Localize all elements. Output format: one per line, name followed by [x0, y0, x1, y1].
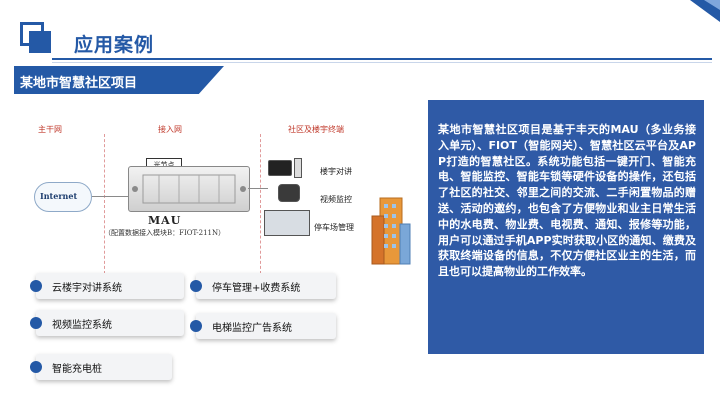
mau-device-icon — [128, 166, 250, 212]
network-diagram: 主干网 接入网 社区及楼宇终端 Internet 光节点 MAU （配置数据接入… — [20, 118, 420, 278]
bullet-icon — [30, 280, 42, 292]
bullet-icon — [190, 320, 202, 332]
terminal-label-intercom: 楼宇对讲 — [320, 167, 352, 176]
description-panel: 某地市智慧社区项目是基于丰天的MAU（多业务接入单元）、FIOT（智能网关）、智… — [428, 100, 704, 354]
feature-label: 电梯监控广告系统 — [212, 323, 292, 334]
header-logo-square — [20, 22, 51, 53]
zone-label-community: 社区及楼宇终端 — [288, 125, 344, 134]
intercom-handset-icon — [294, 158, 302, 178]
feature-cloud-intercom: 云楼宇对讲系统 — [30, 273, 184, 299]
feature-label: 视频监控系统 — [52, 320, 112, 331]
bullet-icon — [30, 317, 42, 329]
terminal-label-video: 视频监控 — [320, 195, 352, 204]
internet-label: Internet — [40, 191, 78, 201]
internet-cloud-icon — [34, 182, 92, 212]
corner-decoration — [690, 0, 720, 22]
feature-label: 停车管理+收费系统 — [212, 283, 301, 294]
header-divider — [52, 58, 712, 60]
feature-label: 智能充电桩 — [52, 364, 102, 375]
feature-parking-billing: 停车管理+收费系统 — [190, 273, 336, 299]
header-divider-faint — [52, 62, 712, 63]
building-icon — [371, 197, 411, 265]
intercom-panel-icon — [268, 160, 292, 176]
description-text: 某地市智慧社区项目是基于丰天的MAU（多业务接入单元）、FIOT（智能网关）、智… — [438, 123, 696, 279]
zone-label-backbone: 主干网 — [38, 125, 62, 134]
zone-divider-1 — [104, 134, 105, 274]
bullet-icon — [30, 361, 42, 373]
terminal-label-parking: 停车场管理 — [314, 223, 354, 232]
feature-elevator-ads: 电梯监控广告系统 — [190, 313, 336, 339]
zone-label-access: 接入网 — [158, 125, 182, 134]
mau-config: （配置数据接入模块B：FIOT-211N） — [104, 229, 226, 237]
feature-video-surveillance: 视频监控系统 — [30, 310, 184, 336]
page-title: 应用案例 — [74, 34, 155, 56]
section-banner — [14, 66, 224, 94]
feature-label: 云楼宇对讲系统 — [52, 283, 122, 294]
feature-smart-charging: 智能充电桩 — [30, 354, 172, 380]
zone-divider-2 — [260, 134, 261, 274]
link-internet-mau — [92, 196, 128, 197]
section-banner-label: 某地市智慧社区项目 — [20, 76, 138, 91]
link-mau-terminals — [248, 188, 268, 189]
parking-gate-icon — [264, 210, 310, 236]
bullet-icon — [190, 280, 202, 292]
camera-icon — [278, 184, 300, 202]
mau-title: MAU — [148, 214, 182, 227]
